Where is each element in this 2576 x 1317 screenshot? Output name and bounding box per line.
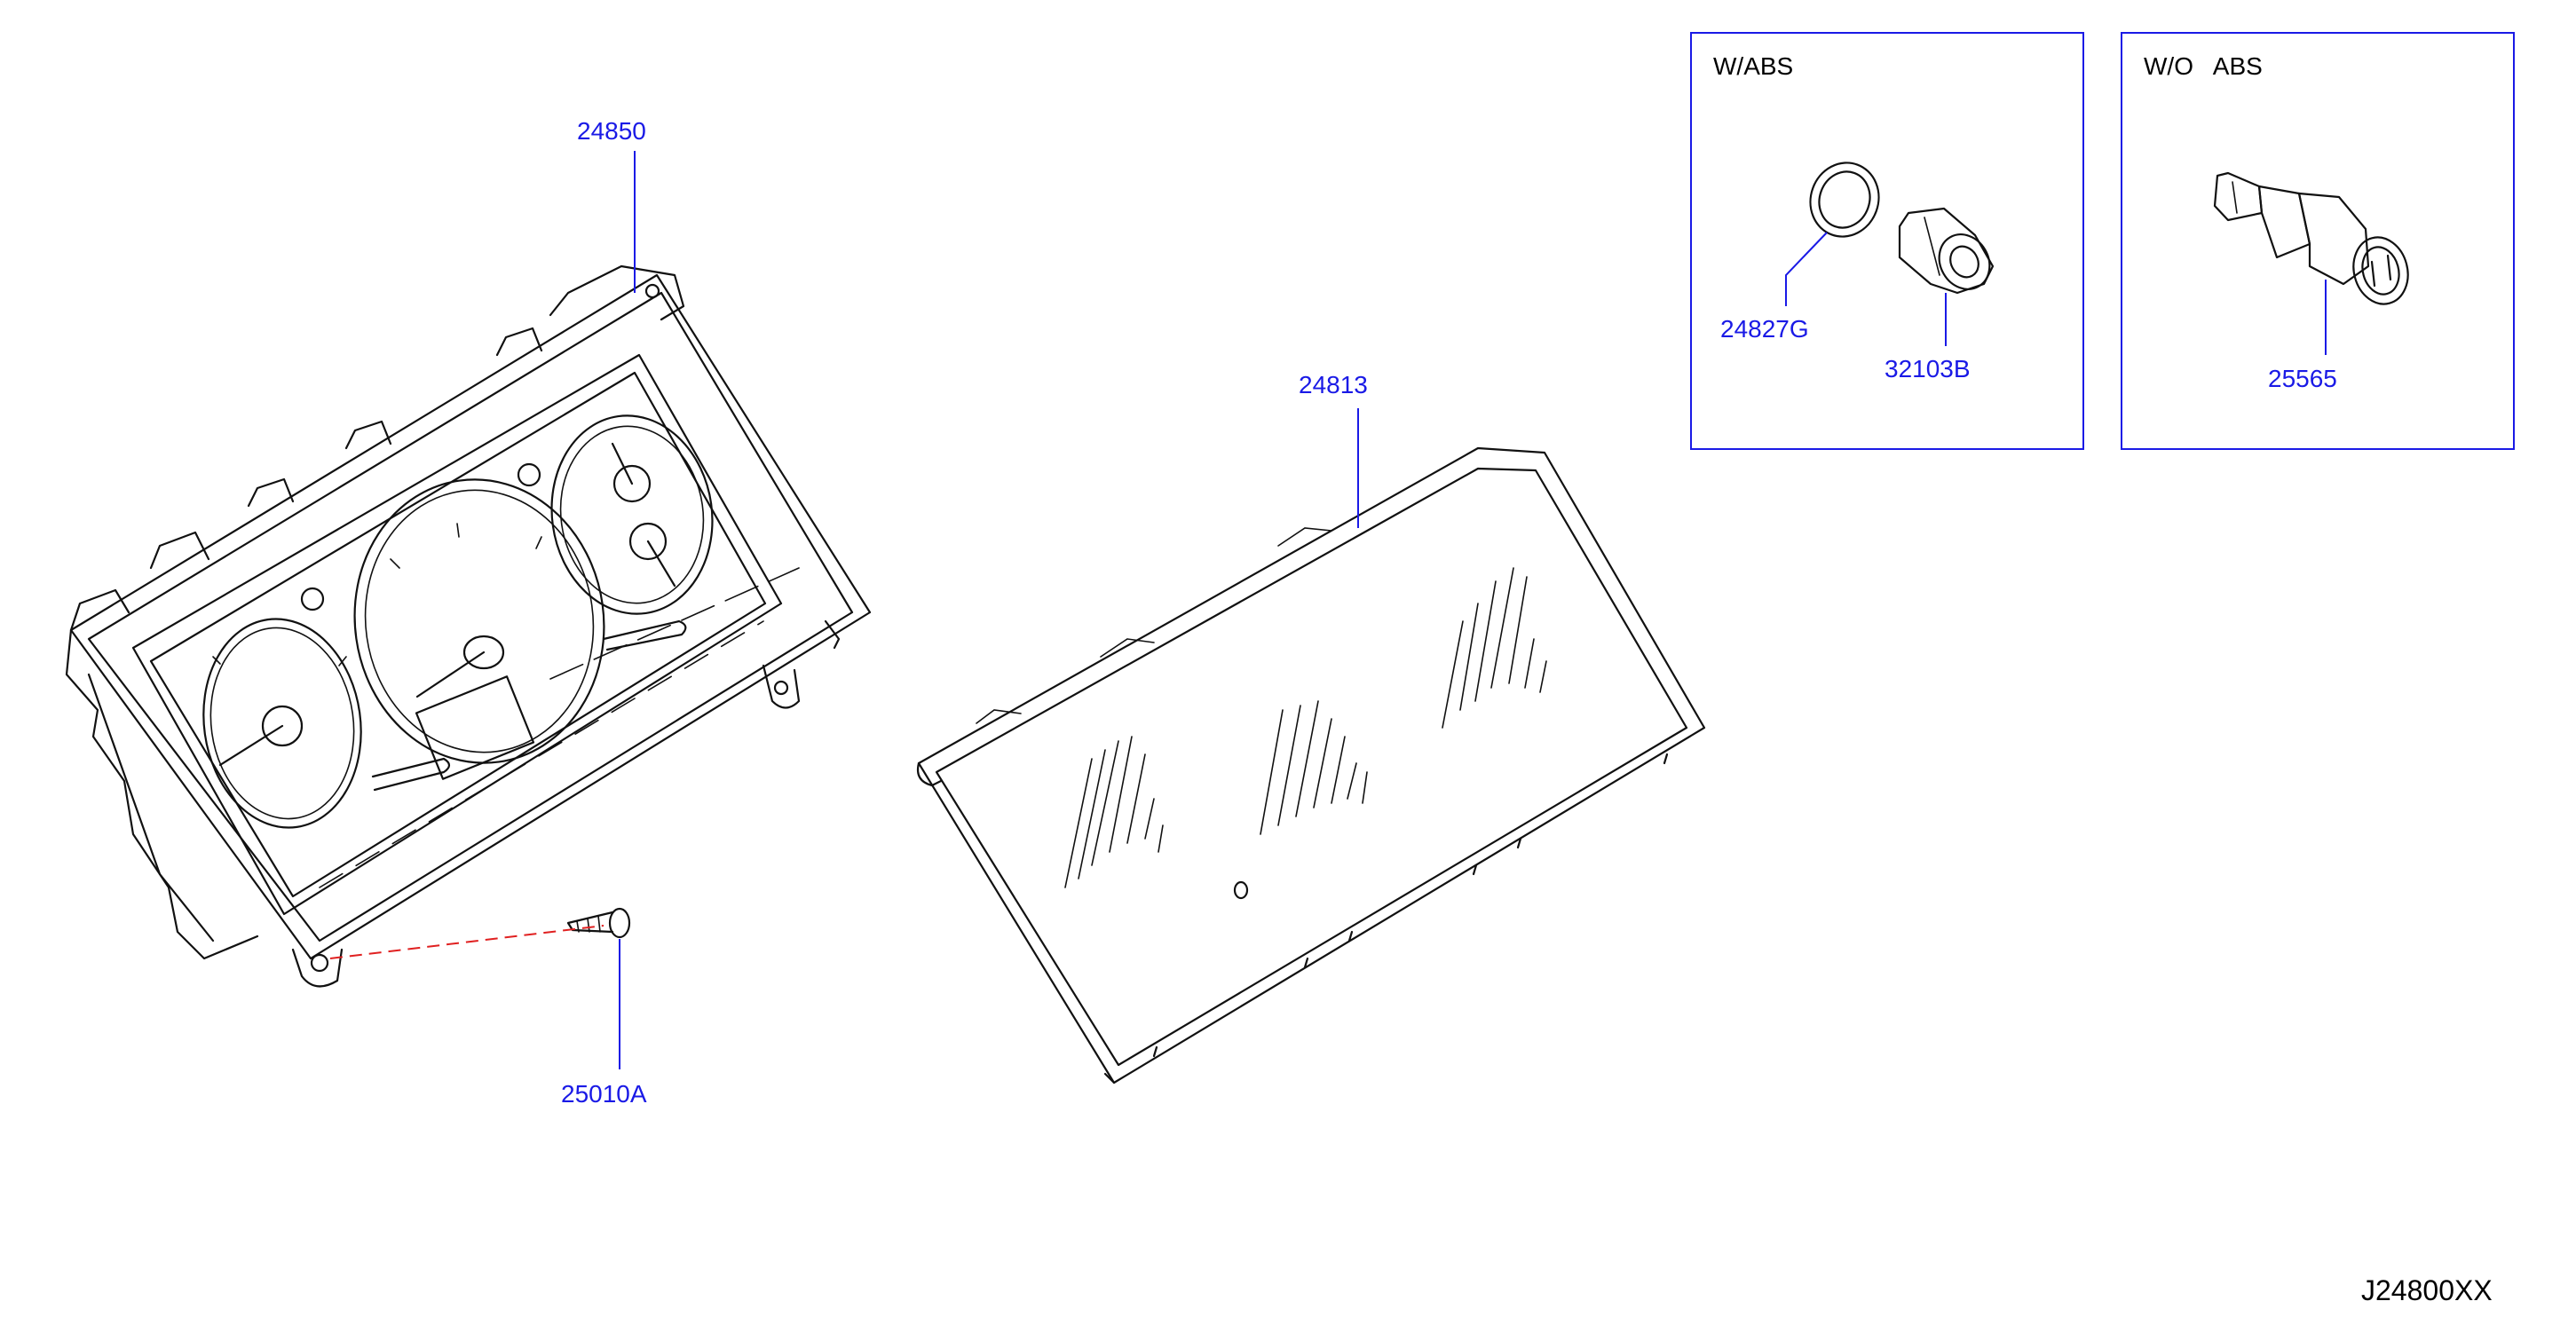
- callout-24850: 24850: [577, 117, 646, 293]
- callout-25010a: 25010A: [561, 939, 647, 1108]
- diagram-code: J24800XX: [2361, 1274, 2493, 1306]
- without-abs-box: W/O ABS: [2121, 32, 2515, 450]
- callout-25565: 25565: [2268, 280, 2337, 392]
- part-number-32103b: 32103B: [1885, 355, 1971, 382]
- with-abs-title: W/ABS: [1713, 52, 1793, 80]
- lens-glare-hatching-right: [1442, 567, 1547, 729]
- abs-sensor-drawing: [1898, 207, 1995, 295]
- part-number-25565: 25565: [2268, 365, 2337, 392]
- speed-sensor-drawing: [2213, 171, 2409, 305]
- callout-24813: 24813: [1299, 371, 1368, 528]
- part-number-25010a: 25010A: [561, 1080, 647, 1108]
- without-abs-title: W/O ABS: [2144, 52, 2263, 80]
- callout-32103b: 32103B: [1885, 293, 1971, 382]
- lens-glare-hatching-centre: [1260, 700, 1368, 835]
- leader-line-24827g: [1785, 232, 1828, 306]
- meter-lens-drawing: [916, 446, 1706, 1084]
- part-number-24850: 24850: [577, 117, 646, 145]
- lens-glare-hatching-left: [1064, 736, 1164, 888]
- part-number-24813: 24813: [1299, 371, 1368, 398]
- instrument-cluster-drawing: [65, 264, 872, 988]
- screw-hole-dashed-line: [329, 925, 604, 959]
- with-abs-box: W/ABS: [1690, 32, 2084, 450]
- part-number-24827g: 24827G: [1720, 315, 1809, 343]
- callout-24827g: 24827G: [1720, 232, 1828, 343]
- screw-drawing: [566, 907, 631, 939]
- o-ring-drawing: [1809, 162, 1880, 238]
